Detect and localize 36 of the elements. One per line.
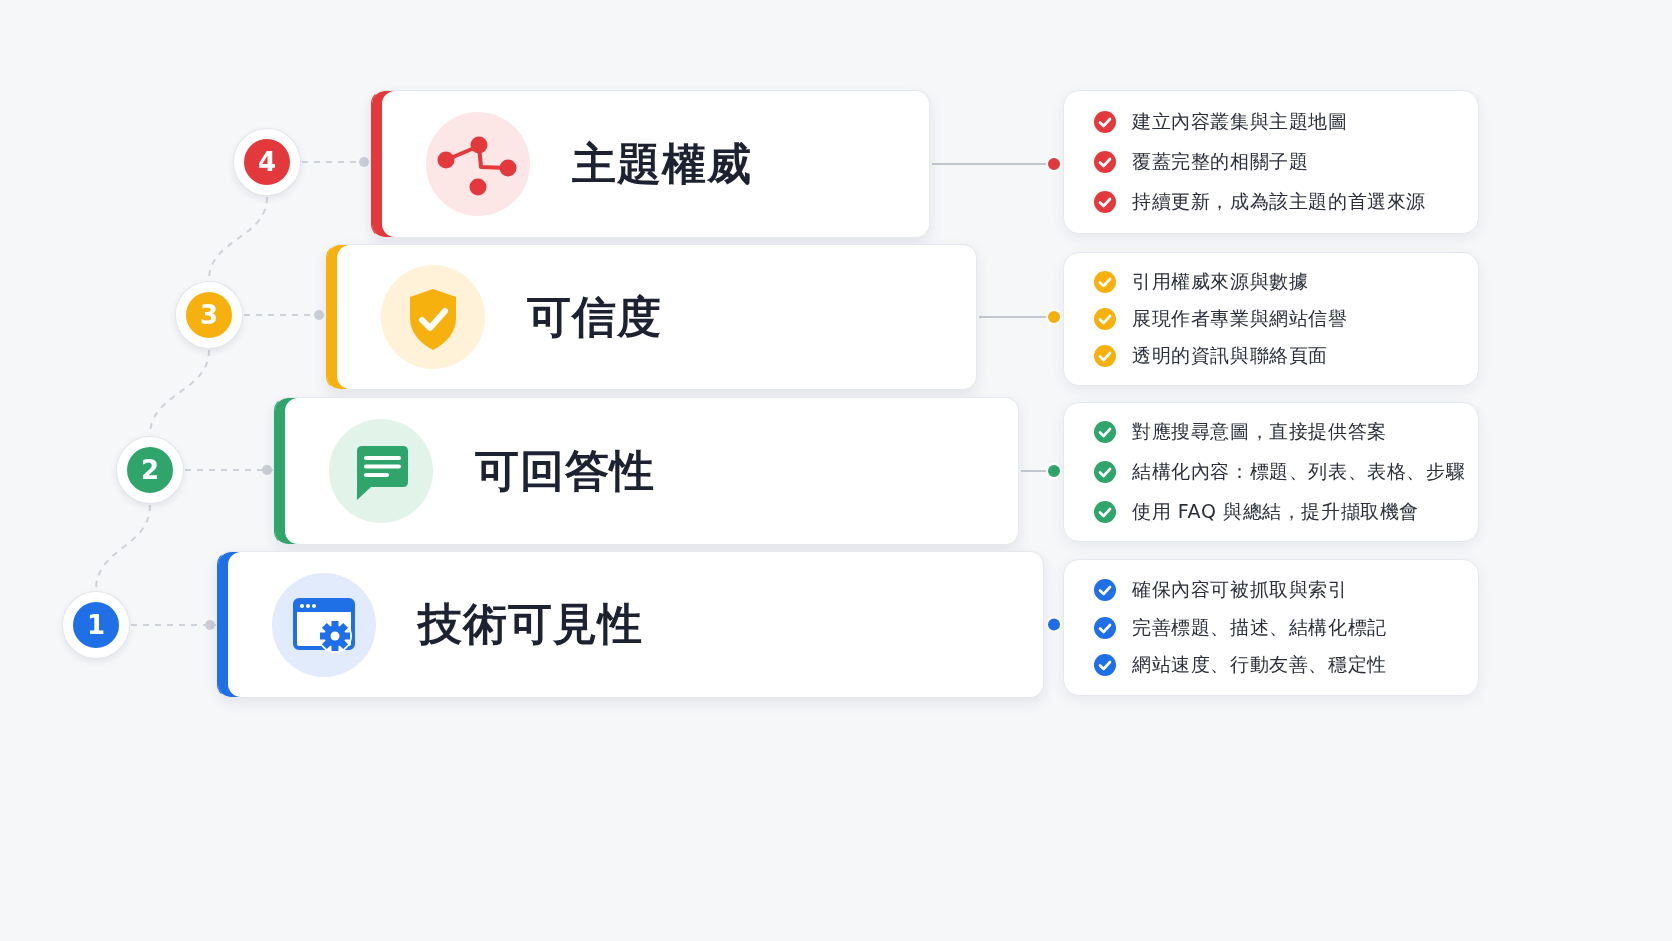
checklist-item: 網站速度、行動友善、穩定性 [1132,653,1387,677]
checklist-item: 完善標題、描述、結構化標記 [1132,615,1387,640]
checklist-item: 持續更新，成為該主題的首選來源 [1132,190,1426,214]
checklist-item: 展現作者專業與網站信譽 [1132,307,1348,331]
checklist-item: 確保內容可被抓取與索引 [1132,578,1348,602]
checklist-panel [1063,402,1479,542]
checklist-panel [1063,559,1479,696]
checklist-item: 透明的資訊與聯絡頁面 [1132,344,1328,368]
step-title: 可回答性 [475,444,655,498]
checklist-item: 對應搜尋意圖，直接提供答案 [1132,420,1387,444]
dashed-connector [130,620,217,630]
checklist-item: 覆蓋完整的相關子題 [1132,150,1309,174]
number-badge: 2 [117,437,183,503]
step-card [326,244,977,390]
dashed-connector [301,157,371,167]
checklist-panel [1063,252,1479,386]
step-title: 主題權威 [572,137,752,191]
dashed-connector [184,465,274,475]
step-title: 可信度 [527,290,662,344]
connector-line [931,156,1063,172]
number-badge: 1 [63,592,129,658]
checklist-item: 使用 FAQ 與總結，提升擷取機會 [1132,500,1420,524]
checklist-panel [1063,90,1479,234]
checklist-item: 結構化內容：標題、列表、表格、步驟 [1132,460,1466,484]
number-badge: 3 [176,282,242,348]
dashed-connector [243,310,326,320]
step-title: 技術可見性 [418,598,643,651]
connector-line [1020,463,1063,479]
step-card [274,397,1019,545]
step-card [371,90,930,238]
checklist-item: 引用權威來源與數據 [1132,270,1309,294]
checklist-item: 建立內容叢集與主題地圖 [1132,110,1348,134]
number-badge: 4 [234,129,300,195]
connector-line [978,309,1063,325]
connector-line [1045,616,1063,633]
step-card [217,551,1044,698]
